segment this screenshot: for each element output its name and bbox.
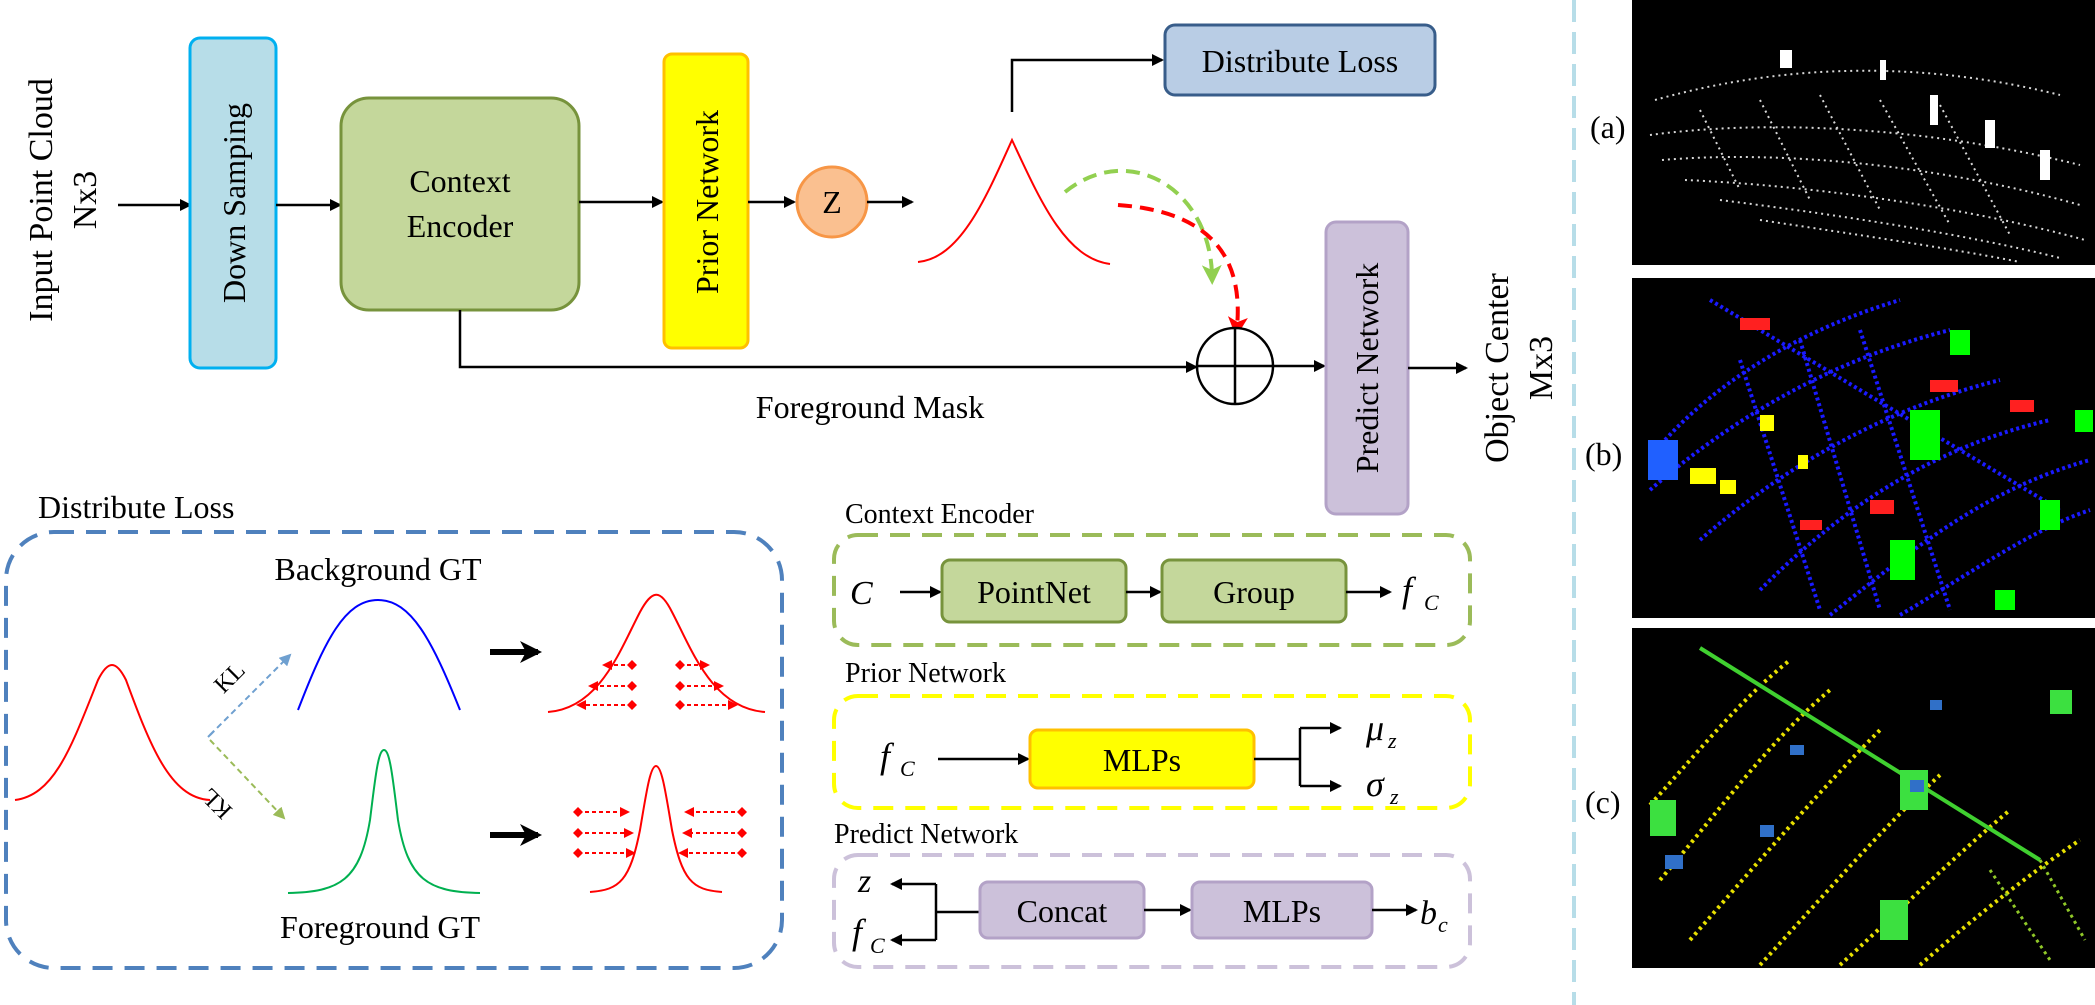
- prior-network-input-sub: C: [900, 756, 915, 781]
- latent-gaussian-curve: [917, 137, 1111, 265]
- context-encoder-detail-frame: [832, 533, 1472, 647]
- narrowed-curve: [589, 764, 723, 893]
- inward-arrows: [573, 807, 747, 858]
- context-encoder-label-2: Encoder: [407, 208, 514, 244]
- kl-bottom-label: KL: [197, 782, 238, 823]
- predict-network-detail-title: Predict Network: [834, 819, 1018, 850]
- mu-label: μ: [1365, 708, 1384, 748]
- concat-label: Concat: [1017, 893, 1108, 929]
- outward-arrows: [576, 660, 738, 710]
- context-encoder-detail-title: Context Encoder: [845, 499, 1035, 530]
- object-center-label: Object Center Mx3: [1479, 272, 1560, 462]
- distribute-loss-detail-frame: [4, 530, 784, 970]
- background-gt-curve: [297, 598, 461, 711]
- background-gt-label: Background GT: [274, 551, 482, 587]
- sum-node: [1195, 326, 1275, 406]
- sigma-sub: z: [1389, 784, 1399, 809]
- kl-top-label: KL: [210, 658, 251, 699]
- output-label-line1: Object Center: [1479, 272, 1516, 462]
- prior-mlps-label: MLPs: [1103, 742, 1181, 778]
- context-encoder-output: f: [1402, 570, 1417, 610]
- predict-network-block: Predict Network: [1324, 220, 1410, 516]
- distribute-loss-detail-title: Distribute Loss: [38, 489, 234, 525]
- prior-network-detail-frame: [832, 694, 1472, 810]
- predict-network-detail-frame: [832, 853, 1472, 969]
- red-dashed-arrow: [1117, 203, 1248, 337]
- context-encoder-label-1: Context: [409, 163, 510, 199]
- predict-output-sub: c: [1438, 912, 1448, 937]
- input-label-line2: Nx3: [67, 171, 104, 230]
- input-label-line1: Input Point Cloud: [23, 78, 60, 322]
- panel-c-label: (c): [1585, 784, 1621, 820]
- green-dashed-arrow: [1063, 168, 1222, 285]
- panel-b-image: [1632, 278, 2095, 618]
- kl-arrow-top: [209, 653, 292, 736]
- prior-network-block: Prior Network: [662, 52, 750, 350]
- foreground-mask-label: Foreground Mask: [756, 389, 984, 425]
- panel-a-image: [1632, 0, 2095, 265]
- z-label: Z: [822, 184, 842, 220]
- down-sampling-label: Down Samping: [216, 103, 252, 303]
- prediction-curve: [14, 664, 211, 801]
- prior-network-label: Prior Network: [689, 110, 725, 294]
- sigma-label: σ: [1366, 764, 1385, 804]
- group-label: Group: [1213, 574, 1295, 610]
- predict-network-label: Predict Network: [1349, 263, 1385, 474]
- arrow-to-distribute-loss: [1010, 54, 1164, 112]
- predict-z-label: z: [857, 863, 871, 900]
- foreground-mask-arrow: [458, 310, 1198, 373]
- pointnet-label: PointNet: [977, 574, 1091, 610]
- mu-sub: z: [1387, 728, 1397, 753]
- prior-network-detail-title: Prior Network: [845, 658, 1006, 689]
- predict-f-label: f: [852, 912, 867, 952]
- kl-arrow-bottom: [209, 739, 286, 820]
- panel-a-label: (a): [1590, 109, 1626, 145]
- predict-f-sub: C: [870, 933, 885, 958]
- panel-c-image: [1632, 628, 2095, 968]
- output-label-line2: Mx3: [1523, 336, 1560, 400]
- down-sampling-block: Down Samping: [188, 36, 278, 370]
- predict-output-b: b: [1420, 895, 1437, 932]
- prior-network-input: f: [880, 736, 895, 776]
- foreground-gt-curve: [287, 748, 481, 894]
- panel-b-label: (b): [1585, 436, 1622, 472]
- broadened-curve: [547, 593, 766, 713]
- distribute-loss-label: Distribute Loss: [1202, 43, 1398, 79]
- context-encoder-block: Context Encoder: [339, 96, 581, 312]
- context-encoder-output-sub: C: [1424, 590, 1439, 615]
- foreground-gt-label: Foreground GT: [280, 909, 480, 945]
- input-point-cloud-label: Input Point Cloud Nx3: [23, 78, 104, 322]
- predict-mlps-label: MLPs: [1243, 893, 1321, 929]
- context-encoder-input: C: [850, 575, 873, 612]
- z-node: Z: [795, 165, 869, 239]
- distribute-loss-block: Distribute Loss: [1163, 23, 1437, 97]
